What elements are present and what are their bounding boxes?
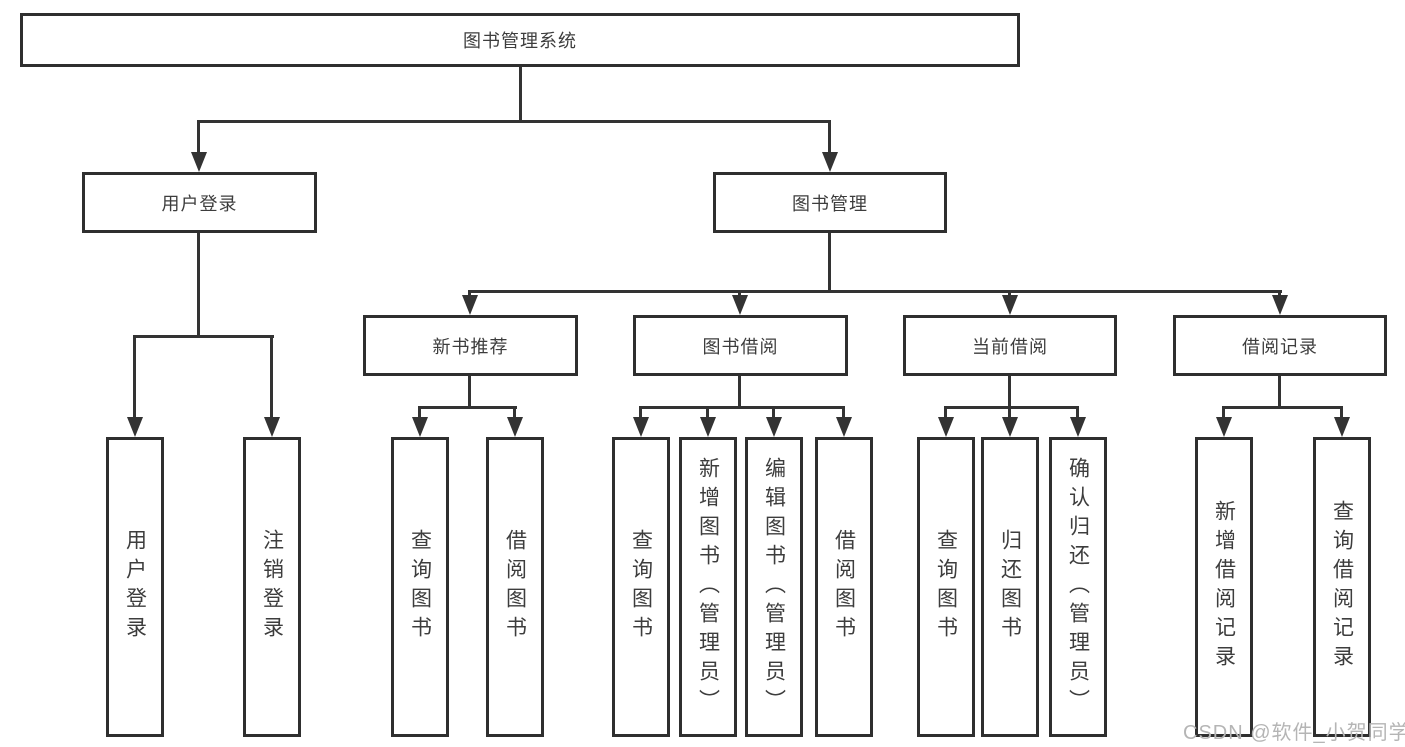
leaf-confirm-return-admin: 确认归还（管理员） bbox=[1049, 437, 1107, 737]
node-borrowing-records: 借阅记录 bbox=[1173, 315, 1387, 376]
leaf-borrow-books-borrowing: 借阅图书 bbox=[815, 437, 873, 737]
node-new-book-recommendation: 新书推荐 bbox=[363, 315, 578, 376]
connector-vline bbox=[944, 406, 947, 421]
node-label: 借阅记录 bbox=[1242, 336, 1318, 357]
arrow-down-icon bbox=[633, 417, 649, 437]
leaf-add-borrow-record: 新增借阅记录 bbox=[1195, 437, 1253, 737]
node-label: 图书管理 bbox=[792, 193, 868, 214]
connector-hline bbox=[419, 406, 517, 409]
leaf-query-books-borrowing: 查询图书 bbox=[612, 437, 670, 737]
node-current-borrowing: 当前借阅 bbox=[903, 315, 1117, 376]
leaf-query-books-current: 查询图书 bbox=[917, 437, 975, 737]
node-label: 归还图书 bbox=[998, 529, 1022, 645]
node-label: 当前借阅 bbox=[972, 336, 1048, 357]
connector-vline bbox=[828, 233, 831, 290]
node-book-management: 图书管理 bbox=[713, 172, 947, 233]
arrow-down-icon bbox=[1002, 295, 1018, 315]
arrow-down-icon bbox=[1002, 417, 1018, 437]
connector-vline bbox=[738, 376, 741, 406]
connector-vline bbox=[418, 406, 421, 421]
arrow-down-icon bbox=[836, 417, 852, 437]
connector-vline bbox=[1008, 406, 1011, 421]
node-book-borrowing: 图书借阅 bbox=[633, 315, 848, 376]
connector-vline bbox=[1340, 406, 1343, 421]
arrow-down-icon bbox=[732, 295, 748, 315]
node-label: 借阅图书 bbox=[503, 529, 527, 645]
leaf-edit-books-admin: 编辑图书（管理员） bbox=[745, 437, 803, 737]
connector-vline bbox=[519, 67, 522, 120]
node-label: 图书管理系统 bbox=[463, 31, 577, 51]
leaf-logout: 注销登录 bbox=[243, 437, 301, 737]
arrow-down-icon bbox=[264, 417, 280, 437]
arrow-down-icon bbox=[1272, 295, 1288, 315]
connector-vline bbox=[772, 406, 775, 421]
arrow-down-icon bbox=[507, 417, 523, 437]
node-label: 新增图书（管理员） bbox=[696, 456, 720, 718]
arrow-down-icon bbox=[822, 152, 838, 172]
leaf-borrow-books-recommend: 借阅图书 bbox=[486, 437, 544, 737]
connector-vline bbox=[706, 406, 709, 421]
arrow-down-icon bbox=[191, 152, 207, 172]
connector-vline bbox=[1008, 376, 1011, 406]
arrow-down-icon bbox=[938, 417, 954, 437]
arrow-down-icon bbox=[412, 417, 428, 437]
connector-vline bbox=[468, 376, 471, 406]
connector-hline bbox=[945, 406, 1079, 409]
arrow-down-icon bbox=[127, 417, 143, 437]
connector-vline bbox=[1222, 406, 1225, 421]
arrow-down-icon bbox=[1216, 417, 1232, 437]
arrow-down-icon bbox=[462, 295, 478, 315]
connector-vline bbox=[513, 406, 516, 421]
connector-vline bbox=[639, 406, 642, 421]
node-label: 查询图书 bbox=[408, 529, 432, 645]
connector-vline bbox=[197, 120, 200, 156]
connector-vline bbox=[1076, 406, 1079, 421]
node-label: 用户登录 bbox=[161, 193, 238, 214]
connector-vline bbox=[1278, 376, 1281, 406]
node-label: 查询图书 bbox=[629, 529, 653, 645]
arrow-down-icon bbox=[700, 417, 716, 437]
connector-hline bbox=[640, 406, 845, 409]
leaf-query-borrow-record: 查询借阅记录 bbox=[1313, 437, 1371, 737]
node-label: 新增借阅记录 bbox=[1212, 500, 1236, 674]
arrow-down-icon bbox=[1334, 417, 1350, 437]
connector-hline bbox=[198, 120, 831, 123]
node-label: 借阅图书 bbox=[832, 529, 856, 645]
leaf-query-books-recommend: 查询图书 bbox=[391, 437, 449, 737]
connector-vline bbox=[133, 335, 136, 421]
connector-vline bbox=[842, 406, 845, 421]
connector-vline bbox=[828, 120, 831, 156]
connector-vline bbox=[270, 335, 273, 421]
node-label: 用户登录 bbox=[123, 529, 147, 645]
arrow-down-icon bbox=[766, 417, 782, 437]
connector-vline bbox=[197, 233, 200, 335]
connector-hline bbox=[469, 290, 1282, 293]
connector-hline bbox=[1223, 406, 1343, 409]
csdn-watermark: CSDN @软件_小贺同学 bbox=[1183, 722, 1405, 744]
arrow-down-icon bbox=[1070, 417, 1086, 437]
node-root-library-management-system: 图书管理系统 bbox=[20, 13, 1020, 67]
leaf-add-books-admin: 新增图书（管理员） bbox=[679, 437, 737, 737]
node-label: 查询借阅记录 bbox=[1330, 500, 1354, 674]
node-label: 注销登录 bbox=[260, 529, 284, 645]
leaf-user-login: 用户登录 bbox=[106, 437, 164, 737]
node-label: 编辑图书（管理员） bbox=[762, 456, 786, 718]
node-label: 确认归还（管理员） bbox=[1066, 456, 1090, 718]
node-label: 新书推荐 bbox=[432, 336, 509, 357]
connector-hline bbox=[134, 335, 274, 338]
leaf-return-books: 归还图书 bbox=[981, 437, 1039, 737]
node-user-login: 用户登录 bbox=[82, 172, 317, 233]
node-label: 查询图书 bbox=[934, 529, 958, 645]
node-label: 图书借阅 bbox=[702, 336, 779, 357]
